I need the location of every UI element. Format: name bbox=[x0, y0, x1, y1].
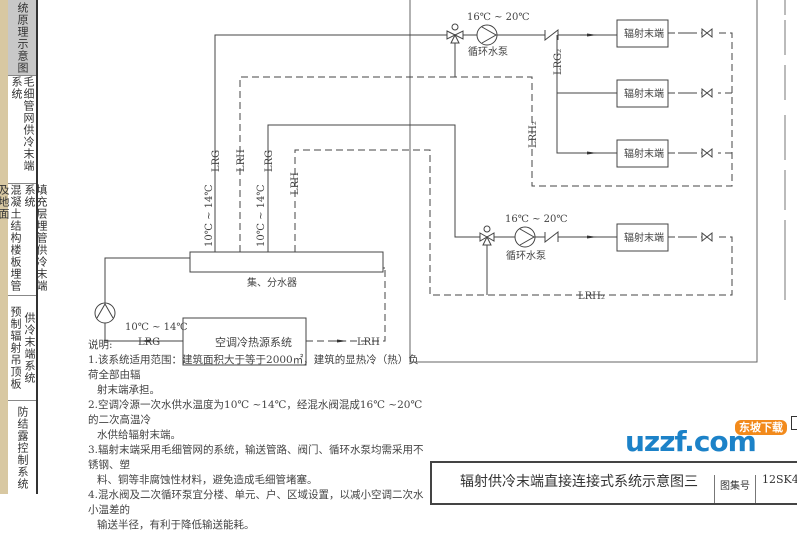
lrg2-branch bbox=[556, 35, 617, 154]
lrg-label: LRG bbox=[211, 150, 222, 172]
terminal-label: 辐射末端 bbox=[624, 231, 664, 244]
temp-label: 16℃ ~ 20℃ bbox=[467, 12, 530, 23]
pump-icon bbox=[94, 24, 536, 324]
note-line: 1.该系统适用范围：建筑面积大于等于2000㎡，建筑的显热冷（热）负荷全部由辐 bbox=[88, 354, 419, 381]
mixing-valve-icon bbox=[446, 23, 495, 246]
terminal-label: 辐射末端 bbox=[624, 27, 664, 40]
manifold-box bbox=[189, 251, 384, 273]
sidebar-item-capillary[interactable]: 毛细管网供冷末端系统 bbox=[8, 76, 36, 184]
temp-label: 16℃ ~ 20℃ bbox=[505, 214, 568, 225]
supply-pipe-1 bbox=[214, 34, 447, 252]
lrg-label: LRG bbox=[138, 337, 160, 348]
lrg2-label: LRG₂ bbox=[553, 49, 564, 75]
lrh-label: LRH bbox=[290, 172, 301, 195]
note-line: 料、铜等非腐蚀性材料，避免造成毛细管堵塞。 bbox=[97, 474, 318, 486]
check-valve-icon bbox=[544, 28, 559, 244]
region-frame bbox=[409, 0, 758, 363]
cursor-icon bbox=[791, 416, 797, 430]
terminal-label: 辐射末端 bbox=[624, 147, 664, 160]
manifold-label: 集、分水器 bbox=[247, 276, 297, 289]
note-line: 2.空调冷源一次水供水温度为10℃ ~14℃，经混水阀混成16℃ ~20℃的二次… bbox=[88, 399, 423, 426]
watermark-badge: 东坡下载 bbox=[735, 420, 787, 435]
sidebar-item-label: 防结露控制系统 bbox=[16, 405, 29, 490]
lrh-label: LRH bbox=[357, 337, 380, 348]
lrh2-label: LRH₂ bbox=[528, 121, 539, 148]
sidebar-item-principle[interactable]: 统原理示意图 bbox=[8, 0, 36, 76]
drawing-title: 辐射供冷末端直接连接式系统示意图三 bbox=[460, 474, 698, 490]
terminal-label: 辐射末端 bbox=[624, 87, 664, 100]
note-line: 输送半径，有利于降低输送能耗。 bbox=[97, 519, 255, 531]
sidebar-item-ceiling[interactable]: 预制辐射吊顶板供冷末端系统 bbox=[8, 296, 36, 401]
pump-label: 循环水泵 bbox=[468, 45, 508, 58]
lrh-label: LRH bbox=[236, 149, 247, 172]
temp-label: 10℃ ~ 14℃ bbox=[256, 184, 267, 247]
return-pipe-1 bbox=[239, 32, 733, 252]
lrh2-label: LRH₂ bbox=[578, 291, 605, 302]
sidebar-item-label: 统原理示意图 bbox=[16, 1, 29, 74]
sidebar-item-label: 毛细管网供冷末端系统 bbox=[10, 76, 35, 172]
note-line: 水供给辐射末端。 bbox=[97, 429, 181, 441]
sidebar-item-label: 混凝土结构楼板埋管及地面 bbox=[0, 184, 22, 292]
title-block: 辐射供冷末端直接连接式系统示意图三 图集号 12SK407 bbox=[430, 461, 797, 505]
notes-heading: 说明: bbox=[88, 339, 113, 351]
sidebar-item-label: 供冷末端系统 bbox=[23, 312, 36, 384]
sidebar-item-label: 预制辐射吊顶板 bbox=[9, 306, 22, 390]
return-pipe-2 bbox=[294, 149, 733, 296]
source-label: 空调冷热源系统 bbox=[215, 335, 292, 349]
system-diagram: 辐射末端 辐射末端 辐射末端 辐射末端 16℃ ~ 20℃ 循环水泵 16℃ ~… bbox=[94, 0, 786, 366]
source-return-pipe bbox=[306, 268, 386, 342]
temp-label: 10℃ ~ 14℃ bbox=[125, 322, 188, 333]
sidebar-item-condensation[interactable]: 防结露控制系统 bbox=[8, 401, 36, 494]
note-line: 射末端承担。 bbox=[97, 384, 160, 396]
watermark-text: uzzf.com bbox=[625, 425, 757, 458]
pump-label: 循环水泵 bbox=[506, 249, 546, 262]
sidebar-item-concrete[interactable]: 混凝土结构楼板埋管及地面填充层埋管供冷末端系统 bbox=[0, 184, 48, 296]
notes: 说明: 1.该系统适用范围：建筑面积大于等于2000㎡，建筑的显热冷（热）负荷全… bbox=[88, 338, 428, 533]
temp-label: 10℃ ~ 14℃ bbox=[204, 184, 215, 247]
sidebar-item-label: 填充层埋管供冷末端系统 bbox=[23, 184, 48, 292]
lrg-label: LRG bbox=[264, 150, 275, 172]
note-line: 4.混水阀及二次循环泵宜分楼、单元、户、区域设置，以减小空调二次水小温差的 bbox=[88, 489, 424, 516]
sidebar: 统原理示意图 毛细管网供冷末端系统 混凝土结构楼板埋管及地面填充层埋管供冷末端系… bbox=[0, 0, 48, 494]
valve-icon bbox=[701, 27, 713, 243]
supply-pipe-2 bbox=[267, 124, 617, 252]
window-edge bbox=[0, 0, 8, 494]
atlas-number: 12SK407 bbox=[762, 473, 797, 486]
atlas-number-label: 图集号 bbox=[714, 475, 756, 503]
source-box bbox=[182, 317, 307, 366]
terminal-boxes bbox=[616, 19, 669, 252]
note-line: 3.辐射末端采用毛细管网的系统，输送管路、阀门、循环水泵均需采用不锈钢、塑 bbox=[88, 444, 424, 471]
